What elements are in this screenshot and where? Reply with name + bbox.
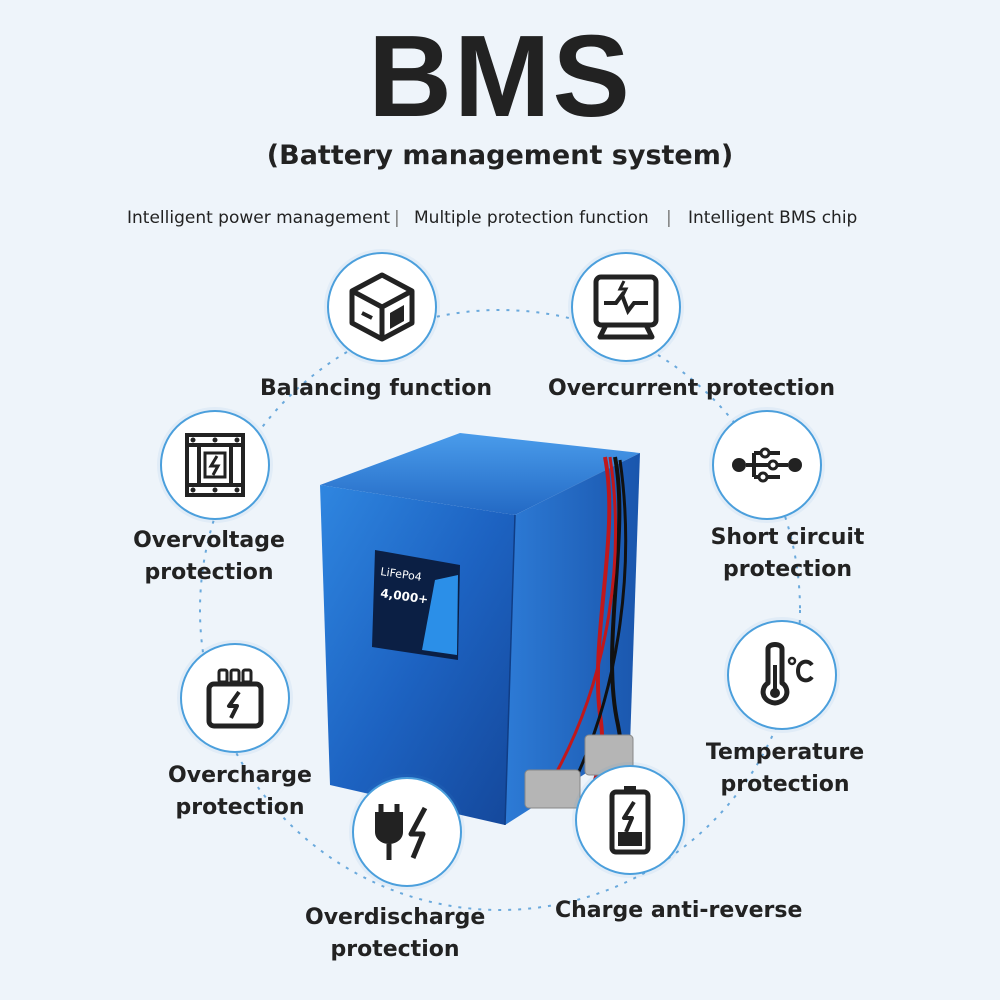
feature-separator: | (394, 208, 400, 228)
feature-separator: | (666, 208, 672, 228)
overvoltage-label: Overvoltage protection (120, 525, 298, 589)
balancing-label: Balancing function (260, 376, 493, 401)
overdischarge-label-line1: Overdischarge (305, 905, 486, 930)
overdischarge-label-line2: protection (330, 937, 460, 962)
balancing-node (327, 252, 437, 362)
short-circuit-label-line2: protection (722, 557, 853, 582)
anti-reverse-label: Charge anti-reverse (555, 898, 803, 923)
overvoltage-label-line2: protection (144, 560, 274, 585)
cube-icon (349, 272, 415, 342)
battery-cycles-label: 4,000+ (380, 586, 429, 607)
feature-item: Intelligent BMS chip (688, 208, 858, 228)
anti-reverse-node (575, 765, 685, 875)
overvoltage-node (160, 410, 270, 520)
temperature-node (727, 620, 837, 730)
overdischarge-node (352, 777, 462, 887)
charger-icon (206, 668, 264, 729)
battery-bolt-icon (609, 786, 651, 855)
battery-pack-image: LiFePo4 4,000+ (320, 433, 640, 826)
overdischarge-label: Overdischarge protection (305, 902, 485, 966)
feature-item: Intelligent power management (127, 208, 391, 228)
short-circuit-node (712, 410, 822, 520)
battery-chem-label: LiFePo4 (380, 565, 423, 584)
temperature-label-line1: Temperature (705, 740, 865, 765)
overcharge-label-line1: Overcharge (168, 763, 312, 788)
overcurrent-node (571, 252, 681, 362)
short-circuit-label: Short circuit protection (700, 522, 875, 586)
temperature-label: Temperature protection (700, 737, 870, 801)
frame-bolt-icon (185, 433, 245, 497)
overcharge-node (180, 643, 290, 753)
overcharge-label-line2: protection (175, 795, 305, 820)
page-subtitle: (Battery management system) (266, 140, 734, 171)
circuit-sliders-icon (732, 447, 802, 483)
overcharge-label: Overcharge protection (160, 760, 320, 824)
overcurrent-label: Overcurrent protection (548, 376, 835, 401)
overvoltage-label-line1: Overvoltage (133, 528, 285, 553)
temperature-label-line2: protection (720, 772, 850, 797)
short-circuit-label-line1: Short circuit (710, 525, 865, 550)
page-title: BMS (368, 11, 632, 141)
plug-bolt-icon (375, 804, 428, 860)
monitor-pulse-icon (593, 274, 659, 340)
thermometer-icon (760, 642, 814, 706)
feature-item: Multiple protection function (414, 208, 649, 228)
